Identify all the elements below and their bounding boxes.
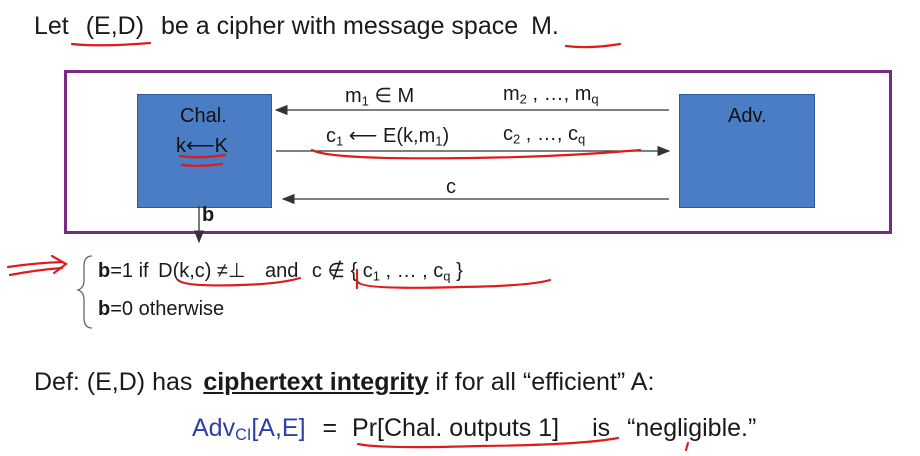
- chal-key: k⟵K: [176, 135, 229, 157]
- title-space: M.: [531, 12, 559, 40]
- advantage-line: AdvCI[A,E] = Pr[Chal. outputs 1] is “neg…: [192, 414, 757, 445]
- condition-brace: [75, 255, 93, 329]
- condition-b0: b=0 otherwise: [98, 298, 225, 320]
- definition-term: ciphertext integrity: [203, 368, 429, 396]
- adv-symbol: AdvCI[A,E]: [192, 414, 306, 445]
- chal-label: Chal.: [180, 105, 227, 127]
- red-annotations: [6, 41, 690, 452]
- adv-label: Adv.: [728, 105, 767, 127]
- diagram-frame: [64, 70, 892, 234]
- title-line: Let (E,D) be a cipher with message space…: [34, 12, 559, 41]
- title-let: Let: [34, 12, 69, 40]
- probability-expr: Pr[Chal. outputs 1]: [352, 414, 560, 442]
- challenger-box: Chal. k⟵K: [137, 94, 272, 208]
- title-scheme: (E,D): [85, 12, 145, 40]
- row1-right-label: m2 , …, mq: [503, 83, 599, 107]
- row2-left-label: c1 ⟵ E(k,m1): [326, 125, 450, 149]
- output-b: b: [202, 204, 215, 226]
- title-middle: be a cipher with message space: [161, 12, 519, 40]
- row2-right-label: c2 , …, cq: [503, 123, 586, 147]
- definition-line: Def: (E,D) has ciphertext integrity if f…: [34, 368, 655, 396]
- row3-label: c: [446, 176, 456, 198]
- row1-left-label: m1 ∈ M: [345, 85, 415, 109]
- adversary-box: Adv.: [679, 94, 815, 208]
